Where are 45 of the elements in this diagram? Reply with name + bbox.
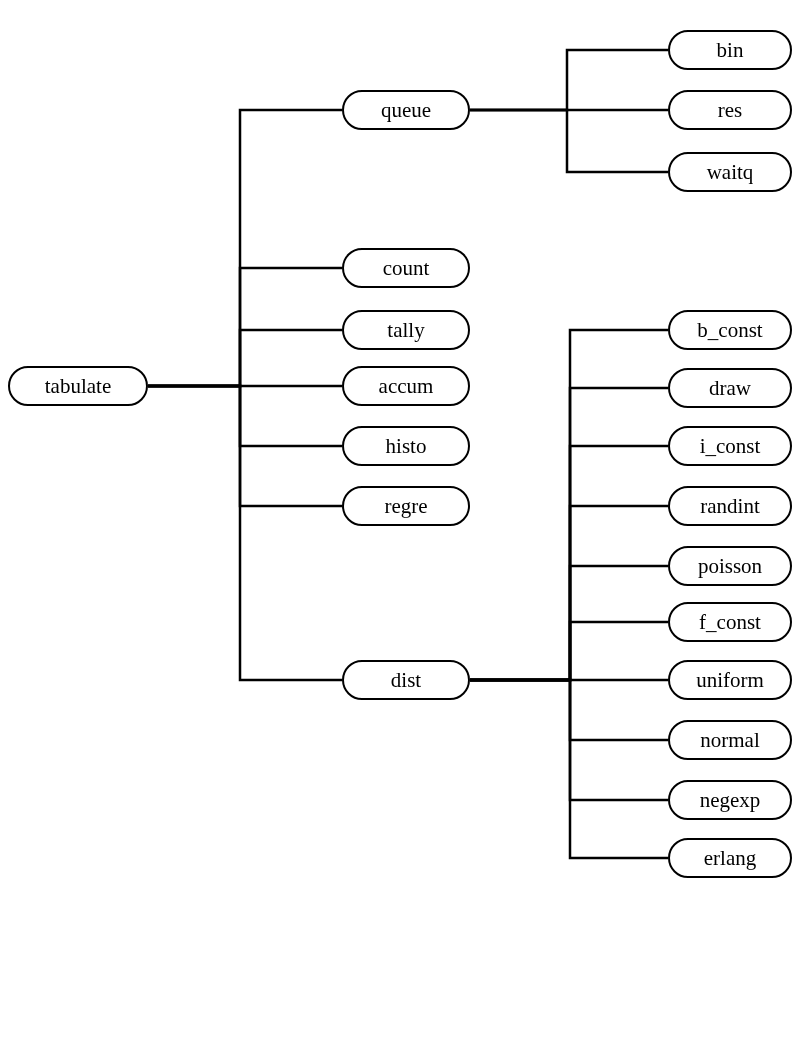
rounded-node-box: [668, 486, 792, 526]
rounded-node-box: [668, 90, 792, 130]
rounded-node-box: [668, 310, 792, 350]
node-label: tally: [387, 317, 425, 343]
node-label: erlang: [703, 845, 757, 871]
rounded-node-box: [342, 310, 470, 350]
node-label: waitq: [706, 159, 754, 185]
node-label: histo: [385, 433, 427, 459]
rounded-node-box: [668, 30, 792, 70]
connector-line: [148, 384, 342, 682]
rounded-node-box: [8, 366, 148, 406]
node-label: normal: [700, 727, 760, 753]
connector-line: [470, 108, 668, 174]
node-label: regre: [384, 493, 428, 519]
node-label: queue: [380, 97, 432, 123]
node-label: negexp: [699, 787, 761, 813]
rounded-node-box: [668, 546, 792, 586]
connector-line: [470, 678, 668, 860]
rounded-node-box: [668, 780, 792, 820]
rounded-node-box: [668, 602, 792, 642]
node-label: bin: [716, 37, 744, 63]
node-label: b_const: [697, 317, 763, 343]
node-label: randint: [700, 493, 760, 519]
rounded-node-box: [342, 486, 470, 526]
node-label: accum: [378, 373, 434, 399]
node-label: draw: [709, 375, 751, 401]
rounded-node-box: [668, 720, 792, 760]
node-label: poisson: [697, 553, 763, 579]
node-label: uniform: [696, 667, 764, 693]
rounded-node-box: [668, 660, 792, 700]
rounded-node-box: [342, 248, 470, 288]
rounded-node-box: [342, 660, 470, 700]
rounded-node-box: [668, 368, 792, 408]
node-label: count: [382, 255, 430, 281]
rounded-node-box: [668, 152, 792, 192]
node-label: tabulate: [44, 373, 112, 399]
rounded-node-box: [342, 426, 470, 466]
node-label: dist: [390, 667, 422, 693]
rounded-node-box: [342, 90, 470, 130]
rounded-node-box: [342, 366, 470, 406]
rounded-node-box: [668, 426, 792, 466]
node-label: f_const: [699, 609, 761, 635]
rounded-node-box: [668, 838, 792, 878]
node-label: i_const: [699, 433, 761, 459]
node-label: res: [717, 97, 743, 123]
